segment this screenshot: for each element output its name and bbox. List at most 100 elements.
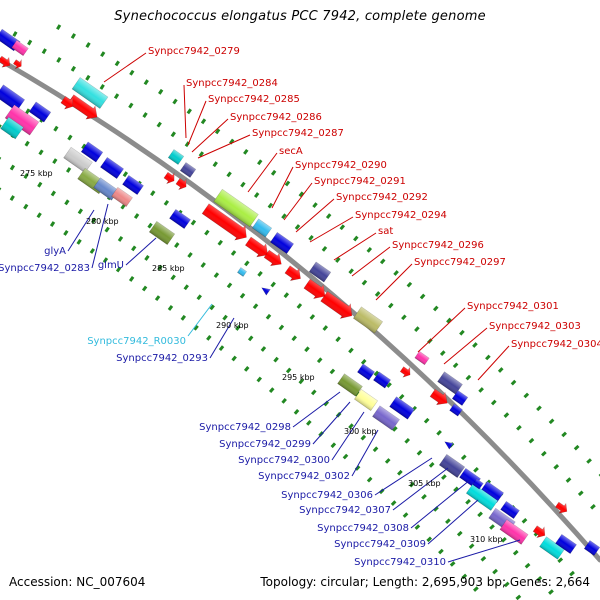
gene-block[interactable] xyxy=(357,363,375,381)
gene-block[interactable] xyxy=(451,390,469,406)
gene-label[interactable]: Synpcc7942_0296 xyxy=(392,240,484,251)
label-leader-line xyxy=(283,182,313,221)
gene-block[interactable] xyxy=(480,481,504,503)
gene-arrow[interactable] xyxy=(200,201,251,244)
gene-label[interactable]: Synpcc7942_0287 xyxy=(252,128,344,139)
label-leader-line xyxy=(103,52,147,83)
track-dot xyxy=(24,140,30,147)
gene-label[interactable]: Synpcc7942_0279 xyxy=(148,46,240,57)
gene-arrow[interactable] xyxy=(260,285,271,296)
gene-label[interactable]: glyA xyxy=(44,246,66,257)
gene-block[interactable] xyxy=(500,500,520,520)
gene-label[interactable]: Synpcc7942_0307 xyxy=(299,505,391,516)
track-dot xyxy=(306,419,312,426)
gene-block[interactable] xyxy=(372,405,400,431)
gene-block[interactable] xyxy=(111,186,133,208)
gene-label[interactable]: sat xyxy=(378,226,393,237)
gene-arrow[interactable] xyxy=(174,176,190,192)
gene-block[interactable] xyxy=(80,141,104,163)
gene-block[interactable] xyxy=(122,174,144,196)
gene-label[interactable]: Synpcc7942_0284 xyxy=(186,78,278,89)
gene-label[interactable]: secA xyxy=(279,146,303,157)
gene-label[interactable]: Synpcc7942_0283 xyxy=(0,263,90,274)
gene-label[interactable]: glmU xyxy=(98,260,124,271)
gene-block[interactable] xyxy=(100,157,124,179)
gene-block[interactable] xyxy=(179,162,197,178)
gene-block[interactable] xyxy=(93,177,119,201)
gene-label[interactable]: Synpcc7942_0299 xyxy=(219,439,311,450)
track-dot xyxy=(122,171,129,178)
gene-block[interactable] xyxy=(0,116,24,140)
gene-block[interactable] xyxy=(499,519,529,545)
gene-block[interactable] xyxy=(449,403,463,417)
gene-label[interactable]: Synpcc7942_0291 xyxy=(314,176,406,187)
gene-label[interactable]: Synpcc7942_0306 xyxy=(281,490,373,501)
gene-block[interactable] xyxy=(583,540,600,556)
gene-block[interactable] xyxy=(414,350,430,366)
gene-label[interactable]: Synpcc7942_0302 xyxy=(258,471,350,482)
gene-block[interactable] xyxy=(352,306,384,334)
gene-block[interactable] xyxy=(251,218,273,238)
gene-label[interactable]: Synpcc7942_0286 xyxy=(230,112,322,123)
gene-arrow[interactable] xyxy=(443,439,454,450)
gene-block[interactable] xyxy=(270,232,294,254)
gene-arrow[interactable] xyxy=(531,523,548,541)
gene-block[interactable] xyxy=(28,101,52,123)
gene-block[interactable] xyxy=(213,188,259,228)
track-dot xyxy=(265,313,272,320)
gene-label[interactable]: Synpcc7942_0298 xyxy=(199,422,291,433)
gene-label[interactable]: Synpcc7942_0309 xyxy=(334,539,426,550)
track-dot xyxy=(586,458,592,464)
gene-features[interactable] xyxy=(0,28,600,560)
track-dot xyxy=(473,586,479,592)
gene-arrow[interactable] xyxy=(12,57,25,71)
gene-label[interactable]: Synpcc7942_0285 xyxy=(208,94,300,105)
track-dot xyxy=(102,257,109,264)
gene-block[interactable] xyxy=(373,371,391,389)
gene-arrow[interactable] xyxy=(262,248,285,271)
gene-arrow[interactable] xyxy=(554,500,571,517)
gene-arrow[interactable] xyxy=(59,94,77,112)
gene-arrow[interactable] xyxy=(428,387,451,410)
track-dot xyxy=(392,426,398,432)
track-dot xyxy=(99,84,105,90)
gene-block[interactable] xyxy=(389,396,415,420)
gene-arrow[interactable] xyxy=(302,277,330,304)
gene-label[interactable]: Synpcc7942_0304 xyxy=(511,339,600,350)
gene-arrow[interactable] xyxy=(0,54,13,71)
gene-label[interactable]: Synpcc7942_0300 xyxy=(238,455,330,466)
gene-block[interactable] xyxy=(555,533,577,555)
gene-block[interactable] xyxy=(438,454,466,478)
gene-arrow[interactable] xyxy=(244,235,273,262)
gene-block[interactable] xyxy=(169,208,191,230)
gene-block[interactable] xyxy=(472,478,484,490)
gene-arrow[interactable] xyxy=(398,364,413,380)
gene-label[interactable]: Synpcc7942_0308 xyxy=(317,523,409,534)
gene-arrow[interactable] xyxy=(283,263,305,284)
gene-label[interactable]: Synpcc7942_0303 xyxy=(489,321,581,332)
gene-block[interactable] xyxy=(71,77,109,109)
gene-block[interactable] xyxy=(308,261,332,283)
gene-label[interactable]: Synpcc7942_R0030 xyxy=(87,336,186,347)
gene-block[interactable] xyxy=(354,389,378,411)
gene-block[interactable] xyxy=(4,104,40,136)
gene-block[interactable] xyxy=(337,373,363,397)
gene-label[interactable]: Synpcc7942_0301 xyxy=(467,301,559,312)
gene-label[interactable]: Synpcc7942_0310 xyxy=(354,557,446,568)
gene-label[interactable]: Synpcc7942_0297 xyxy=(414,257,506,268)
track-dot xyxy=(366,247,373,253)
label-leader-line xyxy=(209,317,235,359)
gene-label[interactable]: Synpcc7942_0293 xyxy=(116,353,208,364)
gene-label[interactable]: Synpcc7942_0292 xyxy=(336,192,428,203)
gene-block[interactable] xyxy=(148,221,176,245)
gene-label[interactable]: Synpcc7942_0290 xyxy=(295,160,387,171)
gene-label[interactable]: Synpcc7942_0294 xyxy=(355,210,447,221)
gene-block[interactable] xyxy=(465,483,499,511)
gene-arrow[interactable] xyxy=(162,170,178,186)
gene-arrow[interactable] xyxy=(319,289,357,323)
gene-block[interactable] xyxy=(11,39,29,57)
gene-block[interactable] xyxy=(167,149,185,165)
gene-block[interactable] xyxy=(237,267,247,277)
